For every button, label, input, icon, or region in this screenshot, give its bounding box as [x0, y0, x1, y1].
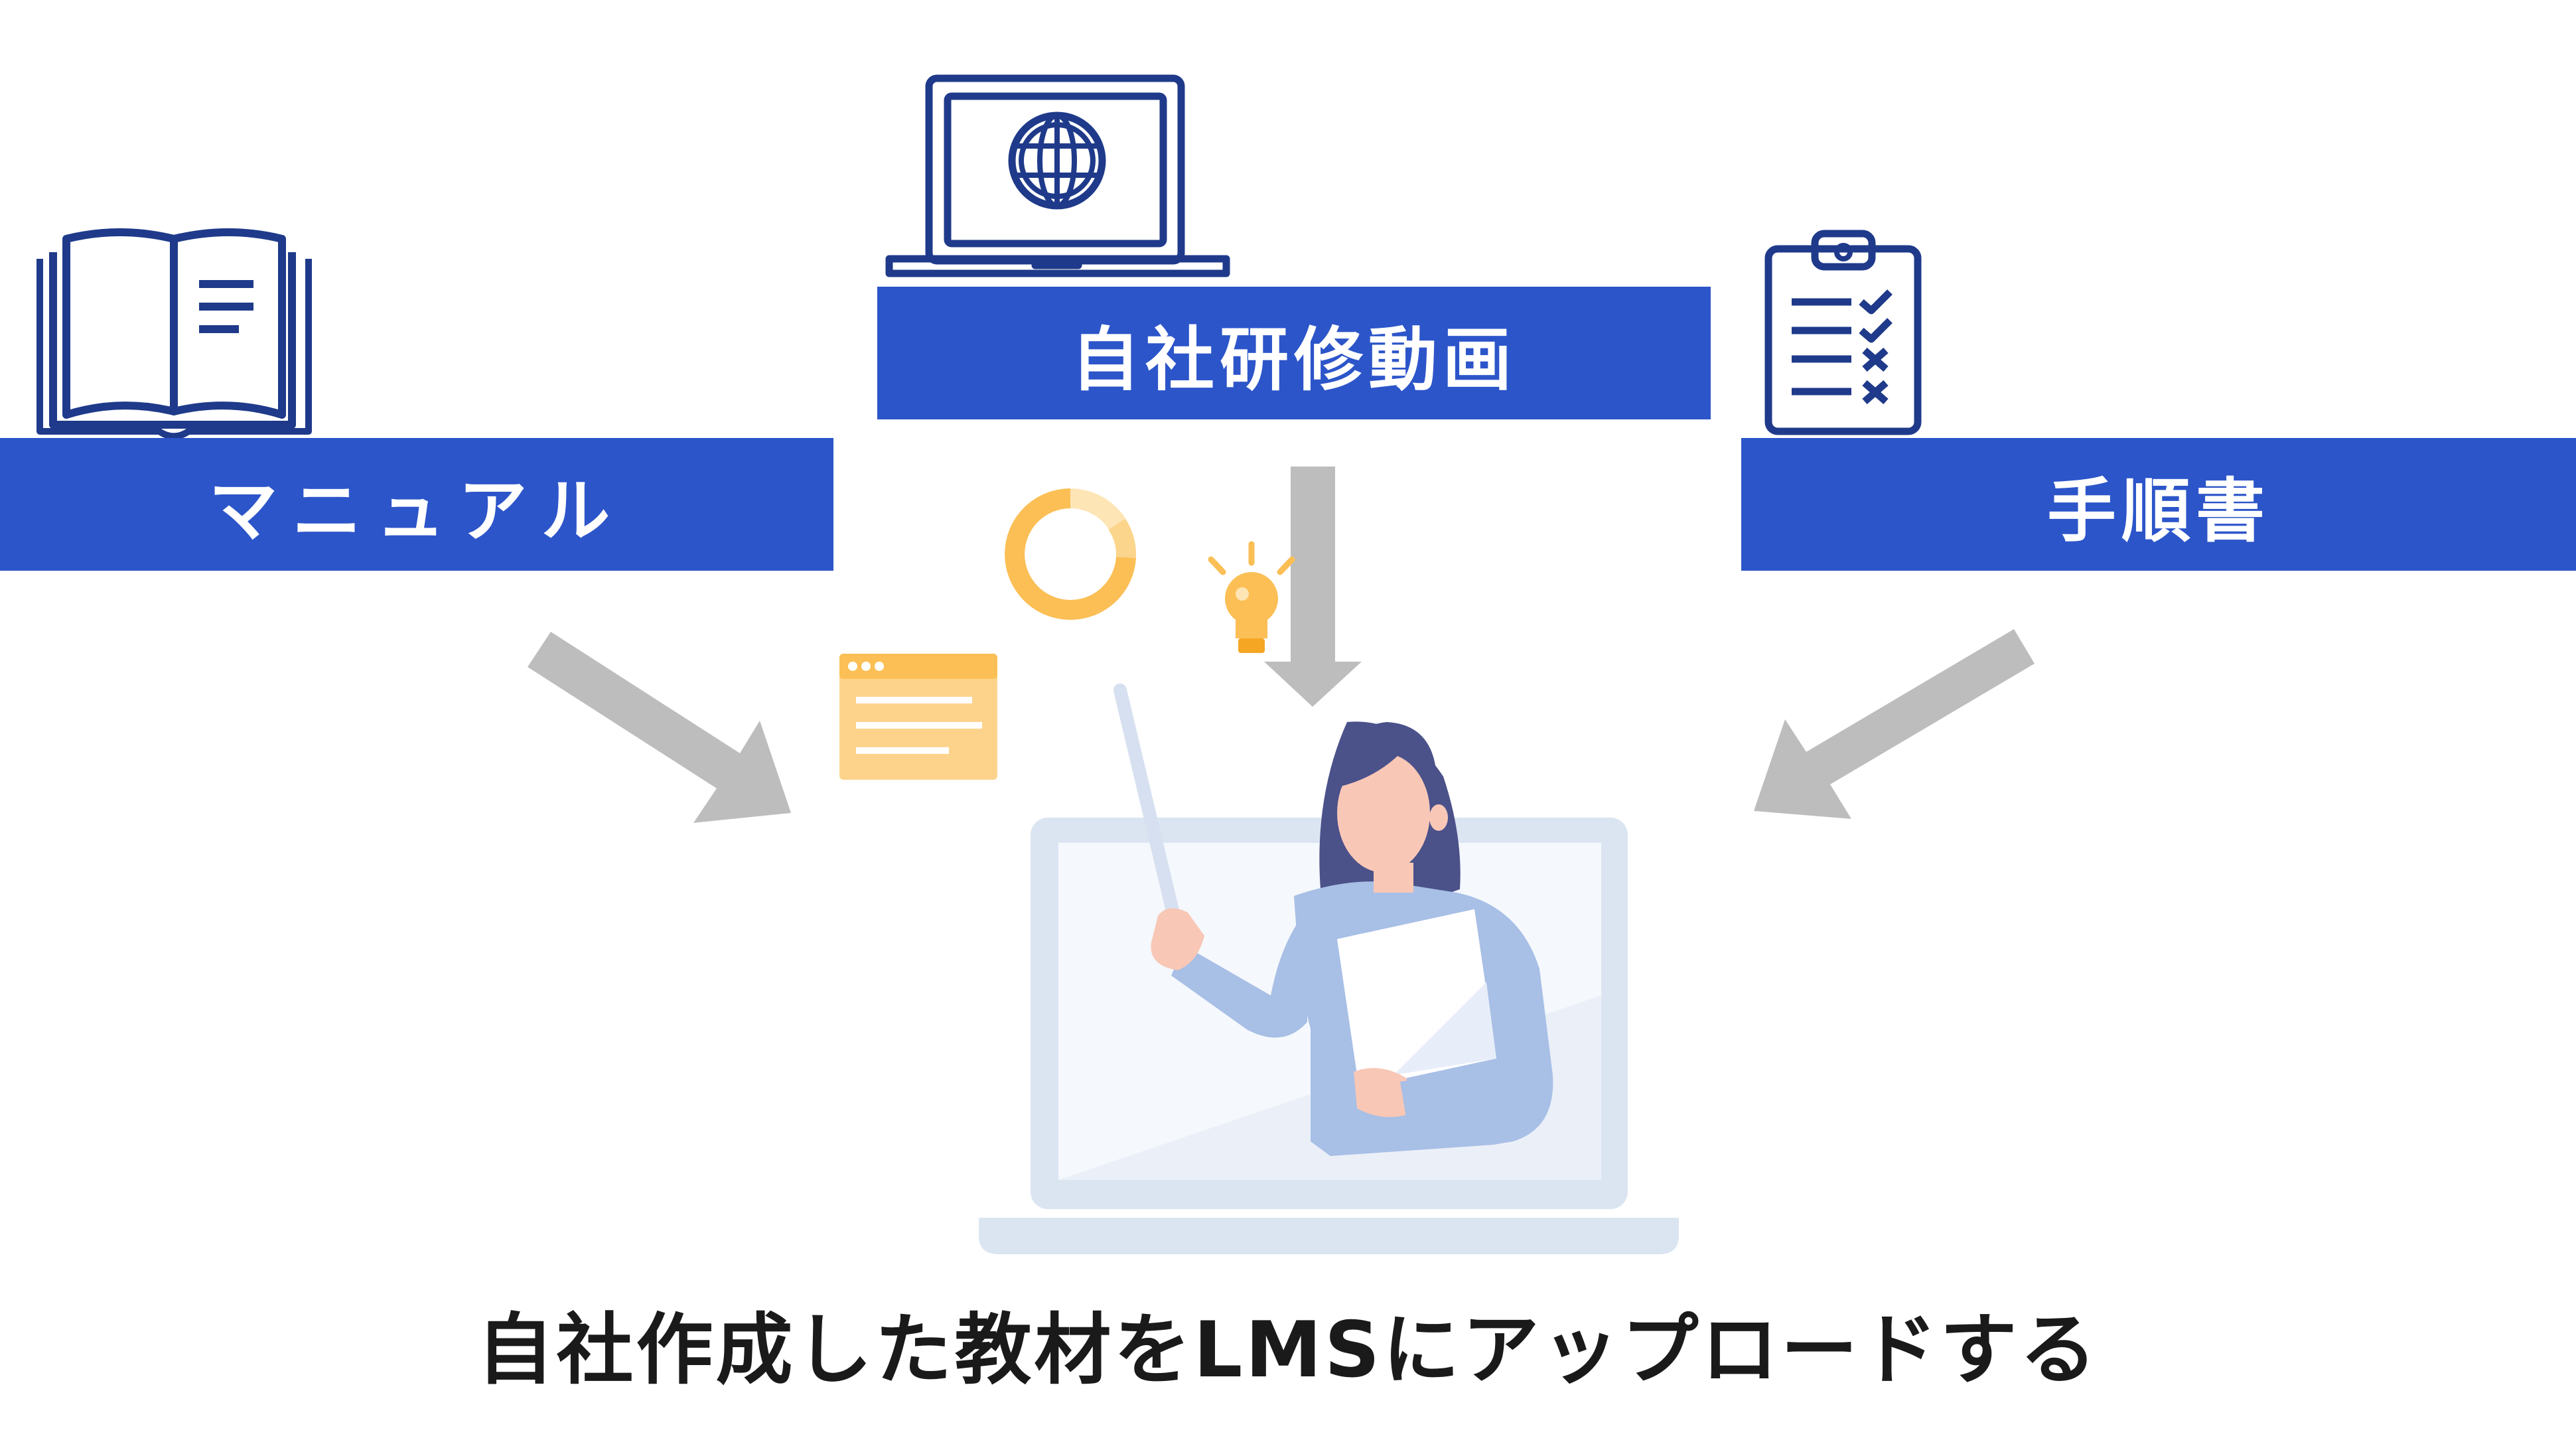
label-manual: マニュアル	[0, 438, 833, 571]
arrow-from-video	[1264, 467, 1362, 707]
diagram-caption: 自社作成した教材をLMSにアップロードする	[476, 1305, 2100, 1395]
lightbulb-icon	[1208, 541, 1295, 653]
label-procedure-document: 手順書	[1741, 438, 2576, 571]
laptop-globe-icon	[885, 74, 1230, 277]
pointer-stick-icon	[1113, 684, 1181, 926]
clipboard-checklist-icon	[1764, 230, 1922, 435]
open-book-icon	[36, 228, 312, 440]
arrow-from-procedure	[1754, 629, 2035, 819]
donut-chart-icon	[1005, 488, 1137, 620]
label-in-house-training-video: 自社研修動画	[877, 287, 1711, 419]
arrow-from-manual	[528, 632, 791, 823]
presenter-laptop	[979, 684, 1679, 1254]
browser-window-icon	[839, 654, 997, 780]
